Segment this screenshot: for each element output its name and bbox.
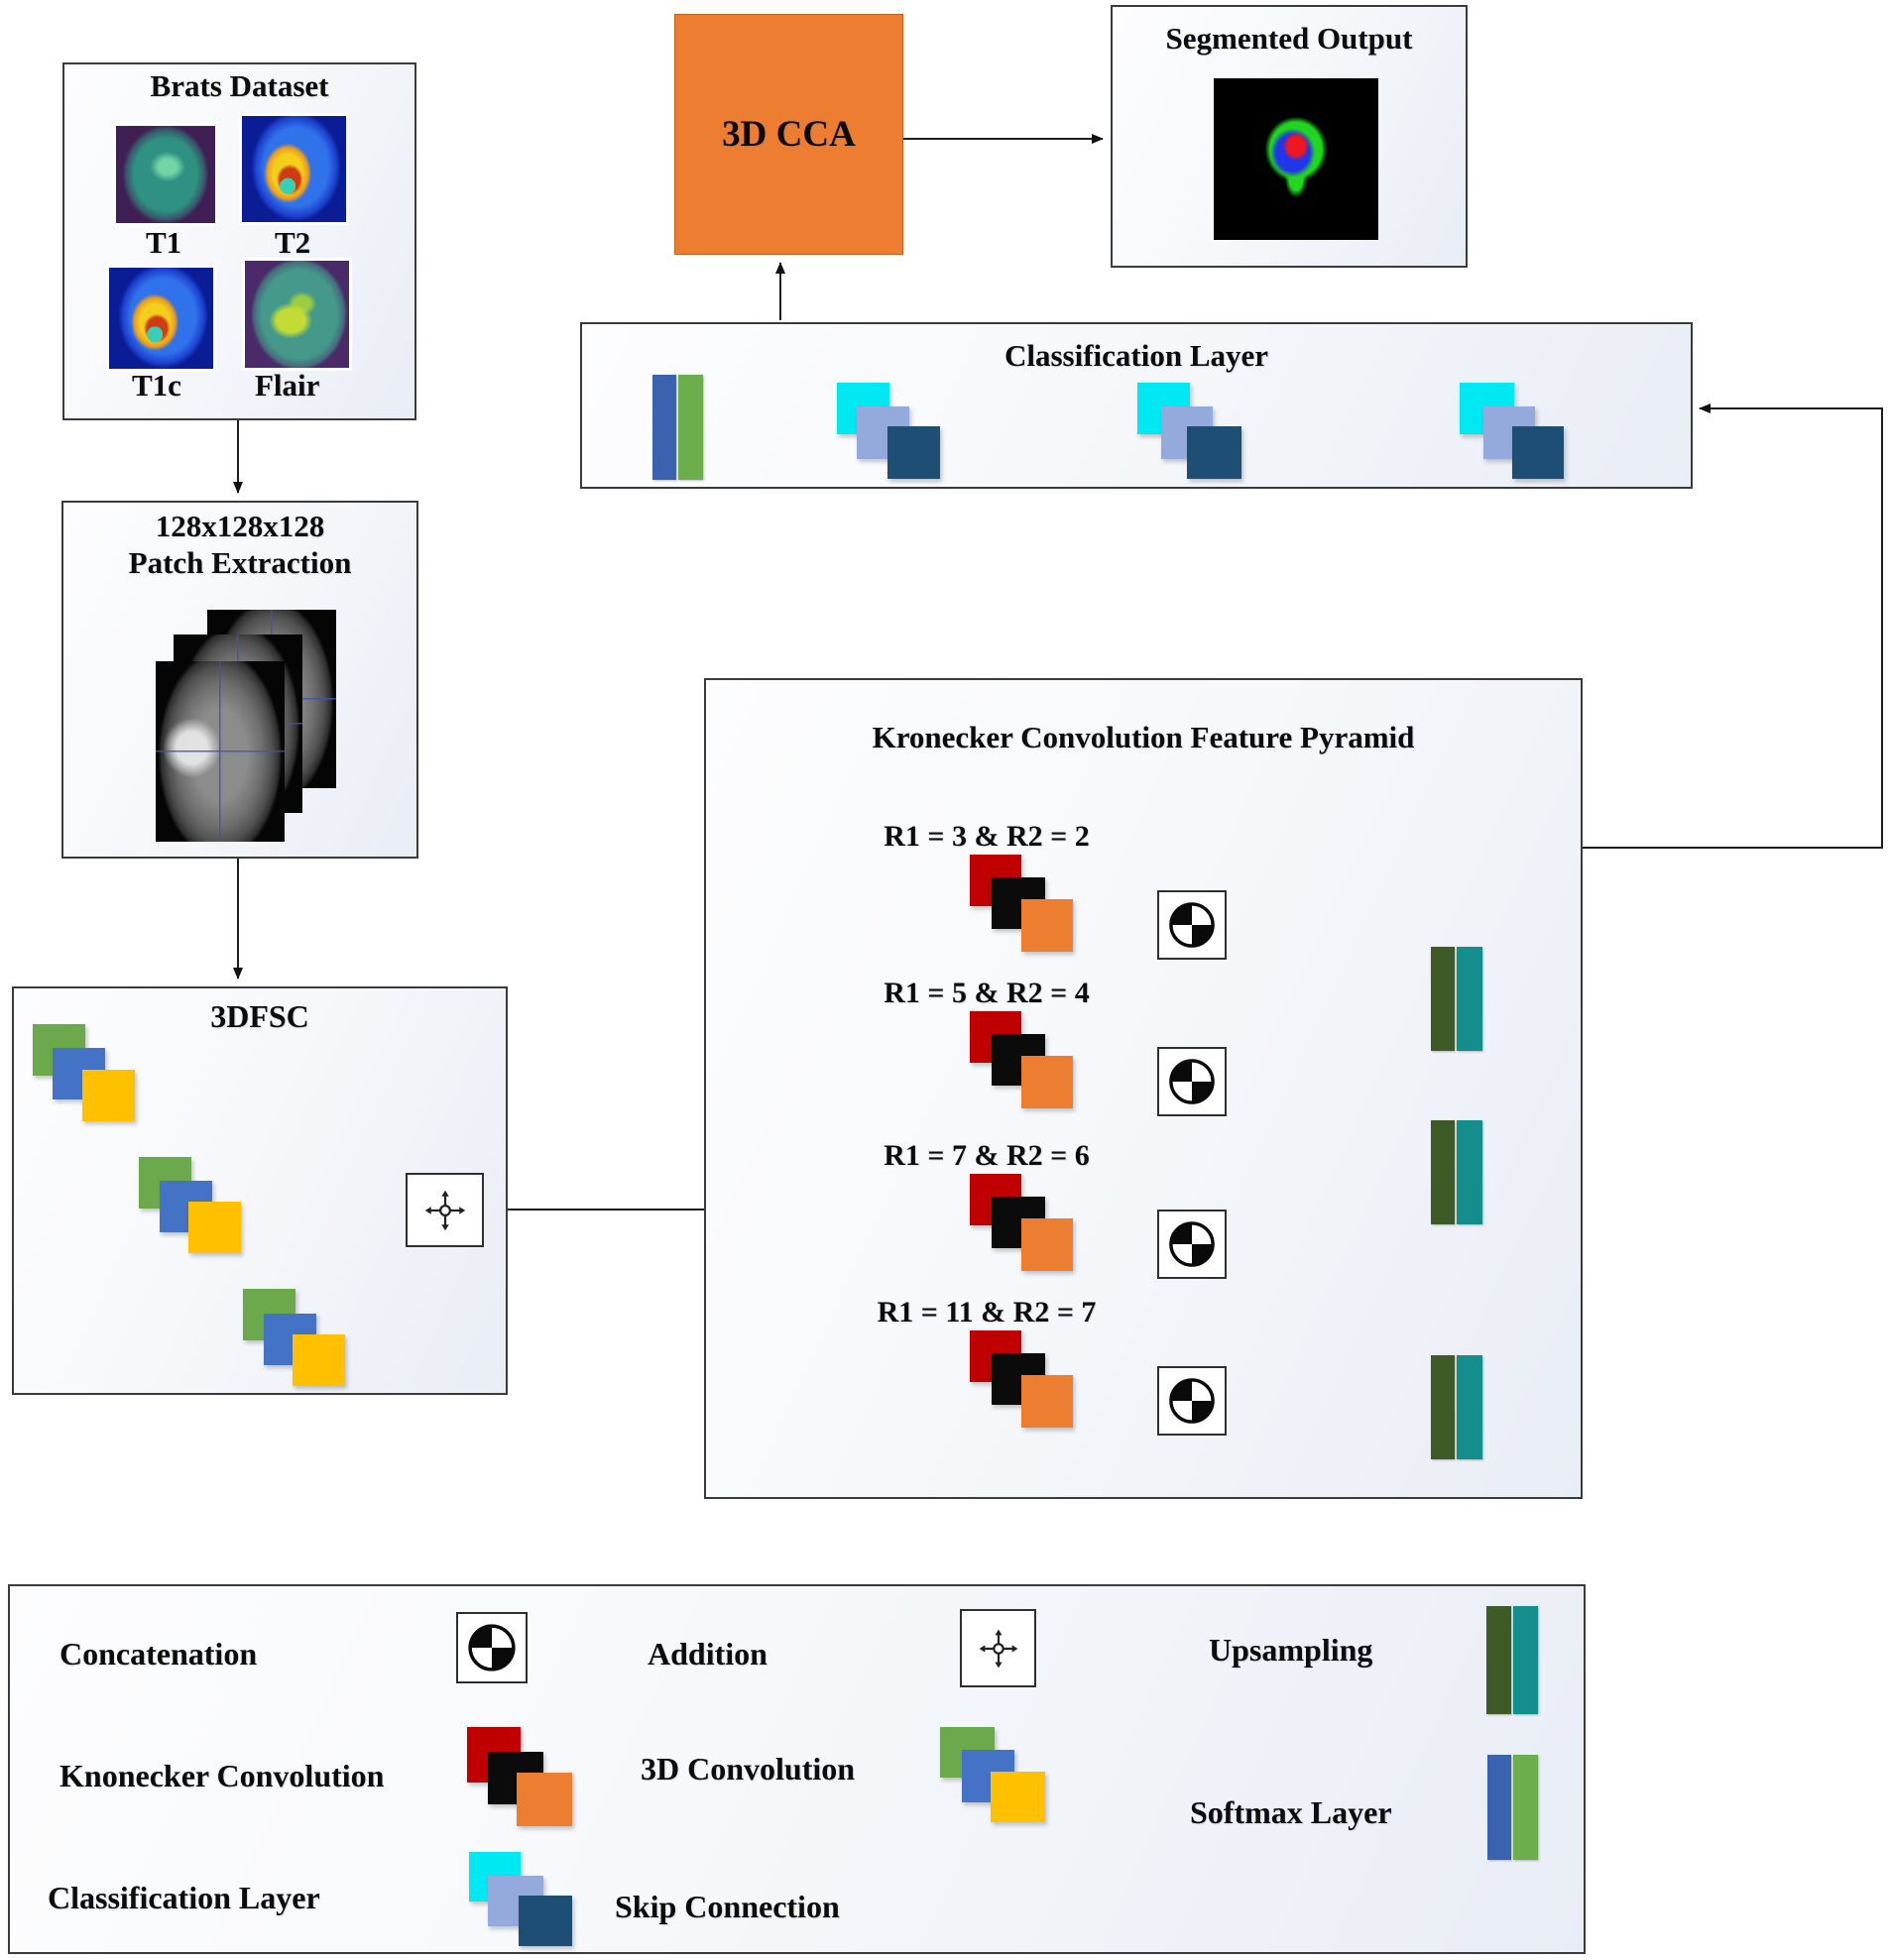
softmax-bar-blue	[652, 375, 676, 480]
modality-label-t1c: T1c	[132, 368, 181, 403]
concatenation-operator-box	[1157, 890, 1227, 960]
pyramid-row-label: R1 = 11 & R2 = 7	[877, 1296, 1097, 1328]
upsampling-bar-darkgreen	[1431, 947, 1455, 1051]
concatenation-icon	[1169, 1378, 1215, 1424]
upsampling-bar-darkgreen	[1486, 1606, 1511, 1714]
mri-image-flair	[245, 261, 349, 368]
brats-dataset-title: Brats Dataset	[150, 68, 329, 103]
mri-image-t1c	[109, 268, 213, 369]
conv3d-square-yellow	[293, 1334, 345, 1386]
classification-layer-title: Classification Layer	[1004, 338, 1269, 373]
classification-square-navy	[1512, 426, 1564, 479]
upsampling-bar-teal	[1457, 947, 1482, 1051]
segmented-output-title: Segmented Output	[1165, 21, 1413, 56]
patch-title-line1: 128x128x128	[155, 509, 325, 543]
cca-label: 3D CCA	[722, 114, 856, 155]
concatenation-icon	[468, 1624, 516, 1672]
pyramid-row-label: R1 = 5 & R2 = 4	[884, 977, 1090, 1009]
addition-icon	[424, 1190, 465, 1230]
pyramid-row-label: R1 = 7 & R2 = 6	[884, 1139, 1090, 1172]
kronecker-square-orange	[1021, 1218, 1073, 1271]
conv3d-square-yellow	[188, 1202, 241, 1253]
segmented-output-box: Segmented Output	[1111, 5, 1468, 268]
softmax-bar-blue	[1487, 1755, 1511, 1860]
kronecker-square-orange	[1021, 1375, 1073, 1428]
concatenation-icon	[1169, 1059, 1215, 1104]
softmax-bar-green	[678, 375, 703, 480]
legend-label-skip: Skip Connection	[615, 1889, 840, 1924]
upsampling-bar-teal	[1457, 1355, 1482, 1459]
legend-label-addition: Addition	[648, 1636, 767, 1672]
patch-title-line2: Patch Extraction	[128, 545, 352, 580]
upsampling-bar-darkgreen	[1431, 1355, 1455, 1459]
upsampling-bar-teal	[1457, 1120, 1482, 1224]
cca-box: 3D CCA	[674, 14, 903, 255]
legend-label-concatenation: Concatenation	[59, 1636, 258, 1672]
legend-label-kronecker: Knonecker Convolution	[59, 1758, 385, 1793]
kronecker-square-orange	[1021, 1056, 1073, 1108]
addition-icon	[979, 1629, 1017, 1668]
classification-square-navy	[519, 1896, 572, 1946]
concatenation-operator-box	[1157, 1366, 1227, 1436]
concatenation-operator-box	[1157, 1047, 1227, 1116]
upsampling-bar-teal	[1513, 1606, 1538, 1714]
brats-dataset-box: Brats Dataset T1 T2 T1c Flair	[62, 62, 416, 420]
concatenation-operator-box	[1157, 1210, 1227, 1279]
legend-addition-box	[960, 1609, 1036, 1687]
concatenation-icon	[1169, 902, 1215, 948]
pyramid-title: Kronecker Convolution Feature Pyramid	[872, 720, 1415, 754]
legend-box	[8, 1584, 1586, 1954]
legend-label-classification: Classification Layer	[48, 1880, 320, 1915]
brain-slice-front	[156, 661, 285, 842]
conv3d-square-yellow	[82, 1070, 135, 1121]
mri-image-t2	[242, 116, 346, 222]
fsc-title: 3DFSC	[210, 998, 309, 1034]
addition-operator-box	[406, 1173, 484, 1247]
modality-label-t1: T1	[146, 225, 182, 260]
upsampling-bar-darkgreen	[1431, 1120, 1455, 1224]
modality-label-t2: T2	[275, 225, 311, 260]
kronecker-square-orange	[1021, 899, 1073, 952]
mri-image-t1	[116, 126, 215, 223]
kronecker-square-orange	[517, 1773, 572, 1826]
legend-label-upsampling: Upsampling	[1209, 1632, 1373, 1668]
concatenation-icon	[1169, 1221, 1215, 1267]
legend-label-conv3d: 3D Convolution	[641, 1751, 856, 1787]
segmented-brain-image	[1214, 78, 1378, 240]
classification-square-navy	[887, 426, 940, 479]
pyramid-row-label: R1 = 3 & R2 = 2	[884, 820, 1090, 853]
conv3d-square-yellow	[991, 1772, 1045, 1822]
legend-label-softmax: Softmax Layer	[1190, 1794, 1392, 1830]
softmax-bar-green	[1513, 1755, 1538, 1860]
modality-label-flair: Flair	[255, 368, 320, 403]
classification-square-navy	[1187, 426, 1241, 479]
legend-concatenation-box	[456, 1612, 528, 1683]
patch-extraction-box: 128x128x128 Patch Extraction	[61, 501, 418, 859]
